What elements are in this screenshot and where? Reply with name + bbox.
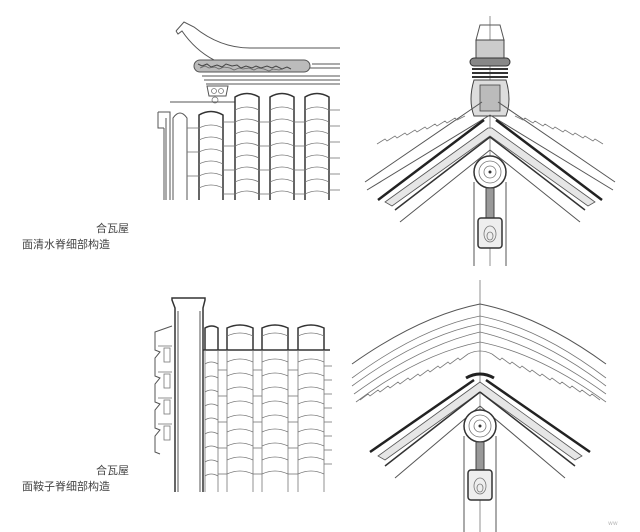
- panel-anzi-ridge: 合瓦屋 面鞍子脊细部构造: [0, 266, 640, 532]
- qingshui-elevation-drawing: [157, 16, 616, 266]
- panel-qingshui-ridge: 合瓦屋 面清水脊细部构造: [22, 16, 616, 266]
- qingshui-label-line1: 合瓦屋: [96, 222, 129, 235]
- watermark: ww: [608, 520, 618, 527]
- anzi-label-line2: 面鞍子脊细部构造: [22, 480, 110, 493]
- anzi-section-drawing: [351, 280, 607, 532]
- qingshui-label-line2: 面清水脊细部构造: [22, 238, 110, 251]
- qingshui-tile-columns: [187, 92, 340, 200]
- qingshui-section-drawing: [364, 16, 616, 266]
- anzi-drawing: [154, 280, 607, 532]
- anzi-label-line1: 合瓦屋: [96, 464, 129, 477]
- anzi-elevation-drawing: [154, 297, 332, 492]
